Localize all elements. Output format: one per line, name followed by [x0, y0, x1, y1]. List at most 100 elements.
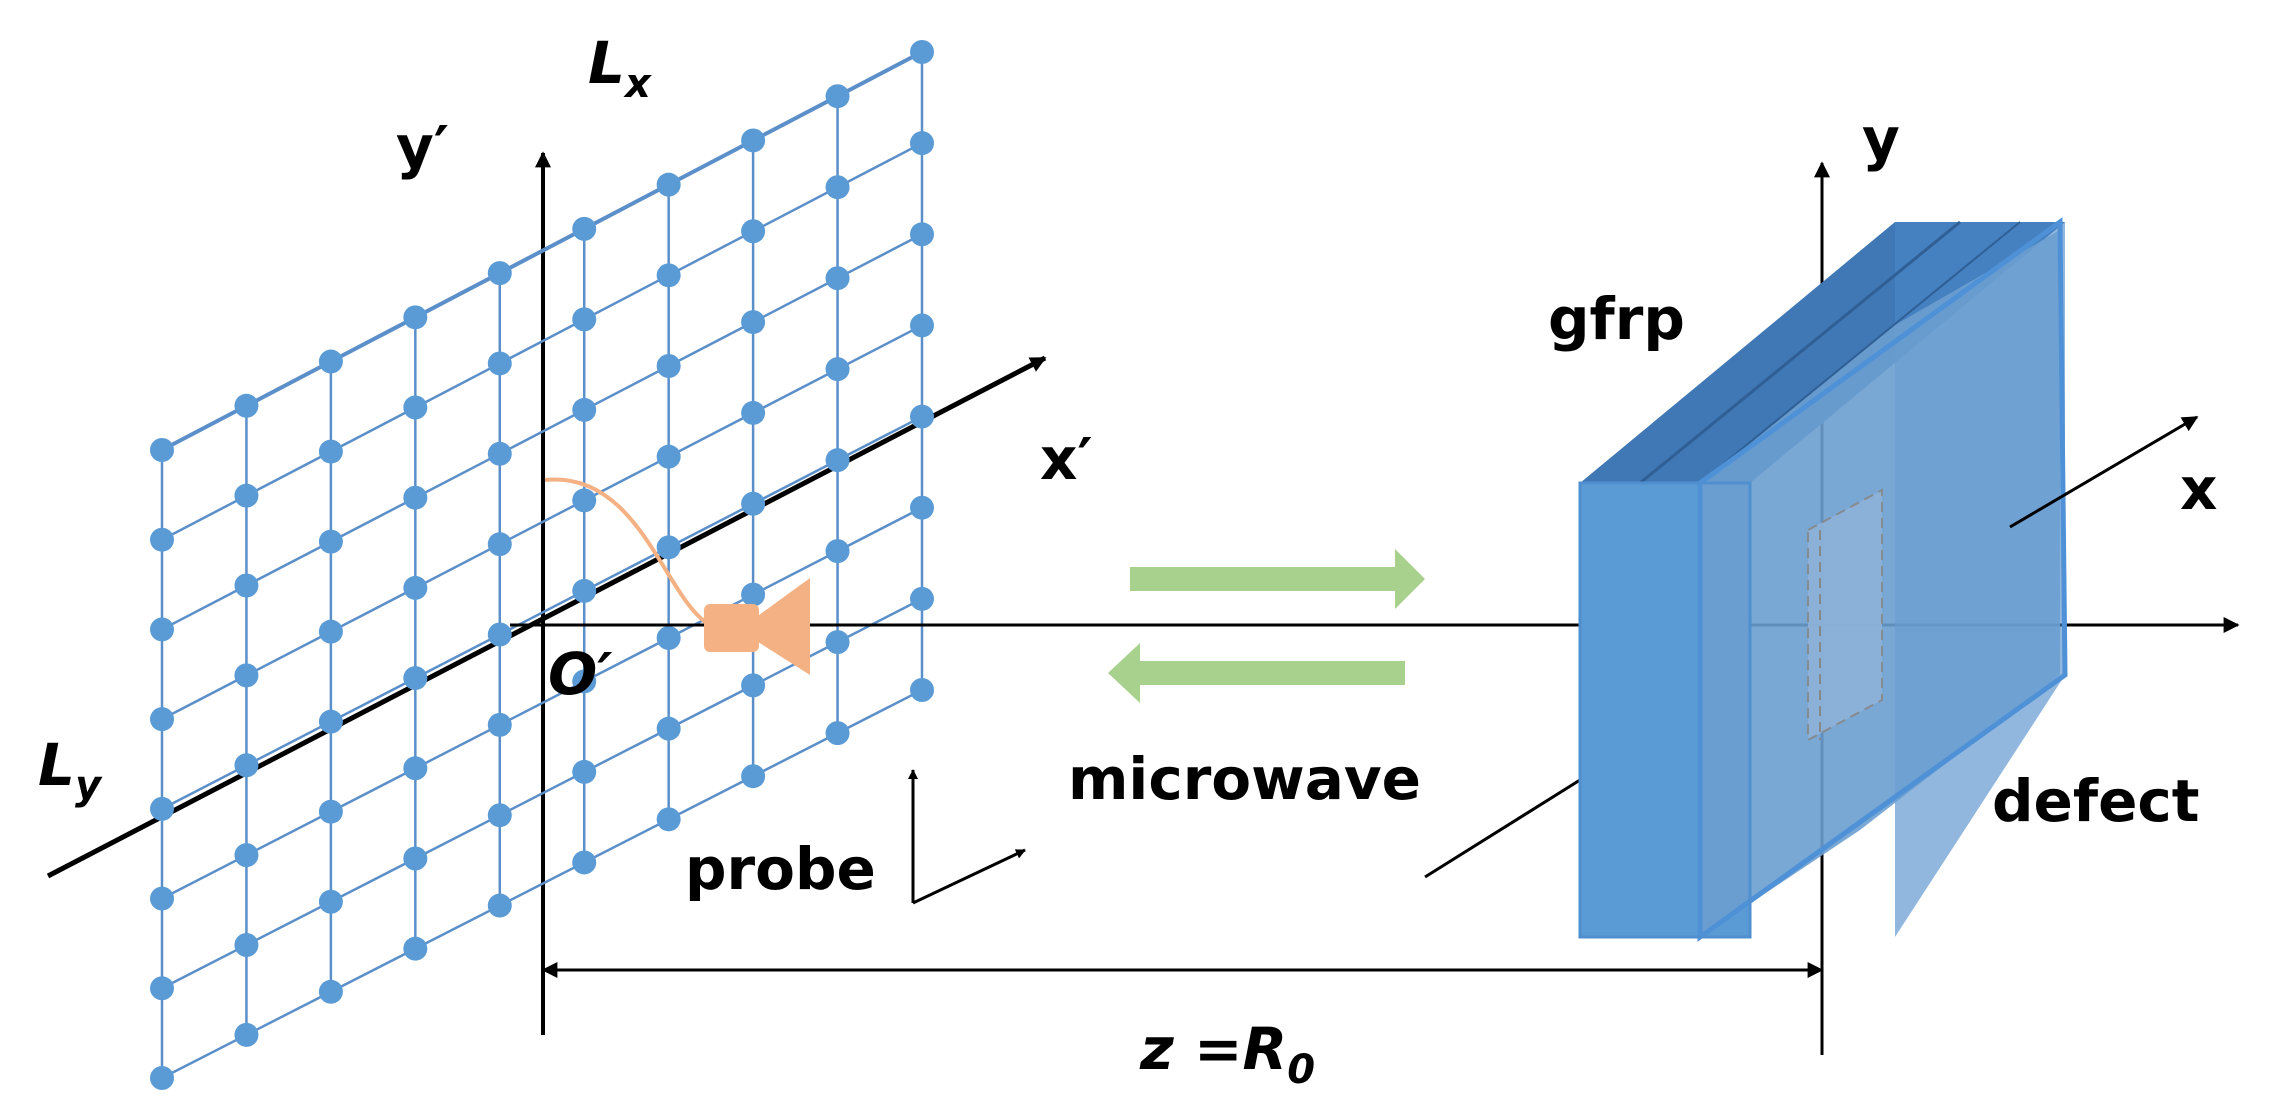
grid-node — [234, 933, 259, 958]
grid-node — [403, 305, 428, 330]
grid-node — [234, 843, 259, 868]
grid-node — [487, 532, 512, 557]
grid-node — [910, 495, 934, 520]
grid-node — [318, 529, 343, 554]
x-axis-back — [1424, 778, 1581, 879]
grid-node — [403, 666, 428, 691]
x-axis — [2009, 415, 2199, 529]
probe-horn — [544, 477, 810, 675]
grid-row-line — [161, 233, 923, 631]
grid-node — [825, 721, 850, 746]
grid-node — [910, 313, 934, 338]
grid-node — [487, 893, 512, 918]
grid-node — [741, 764, 766, 789]
grid-node — [403, 846, 428, 871]
grid-node — [487, 712, 512, 737]
microwave-label: microwave — [1068, 745, 1422, 813]
grid-node — [150, 617, 174, 642]
grid-node — [656, 172, 681, 197]
gfrp-slab — [1578, 217, 2068, 942]
grid-node — [487, 441, 512, 466]
grid-row-line — [161, 324, 923, 721]
grid-node — [487, 622, 512, 647]
grid-node — [656, 626, 681, 650]
grid-node — [234, 1022, 259, 1047]
grid-node — [825, 357, 850, 382]
probe-label: probe — [685, 835, 876, 903]
grid-node — [910, 40, 934, 64]
grid-node — [572, 488, 597, 513]
origin-label: O′ — [548, 640, 613, 708]
grid-node — [234, 483, 259, 508]
grid-node — [910, 131, 934, 156]
scan-plane-axes — [46, 151, 1047, 1035]
grid-node — [318, 619, 343, 644]
grid-node — [318, 799, 343, 824]
grid-node — [487, 803, 512, 828]
x-prime-label: x′ — [1040, 425, 1093, 493]
grid-node — [150, 707, 174, 732]
grid-node — [741, 219, 766, 244]
defect-label: defect — [1992, 767, 2200, 835]
grid-node — [234, 753, 259, 778]
grid-node — [403, 756, 428, 781]
grid-node — [150, 438, 174, 462]
grid-node — [741, 400, 766, 425]
microwave-forward-arrow — [1130, 549, 1425, 609]
grid-row-line — [161, 506, 923, 900]
grid-node — [656, 716, 681, 741]
y-label: y — [1862, 105, 1900, 173]
grid-node — [150, 796, 174, 821]
grid-node — [234, 393, 259, 418]
grid-row-line — [161, 688, 923, 1080]
grid-node — [825, 630, 850, 655]
grid-node — [910, 678, 934, 702]
grid-node — [150, 527, 174, 552]
grid-node — [318, 979, 343, 1004]
grid-node — [825, 175, 850, 200]
microwave-return-arrow — [1108, 643, 1405, 703]
x-prime-axis — [46, 355, 1047, 879]
grid-node — [656, 354, 681, 378]
grid-node — [910, 222, 934, 247]
probe-axes-indicator — [908, 769, 1026, 905]
grid-node — [403, 575, 428, 600]
grid-node — [403, 936, 428, 961]
grid-node — [572, 216, 597, 241]
grid-node — [572, 307, 597, 332]
grid-node — [656, 444, 681, 469]
scan-grid — [150, 40, 934, 1090]
grid-node — [741, 673, 766, 698]
grid-node — [656, 535, 681, 560]
grid-node — [910, 586, 934, 611]
probe-flare — [755, 578, 810, 675]
grid-node — [741, 128, 766, 153]
defect-region — [1807, 488, 1883, 742]
microwave-arrows — [1108, 549, 1425, 703]
gfrp-label: gfrp — [1548, 285, 1685, 353]
grid-node — [403, 395, 428, 420]
grid-row-line — [161, 142, 923, 541]
ly-label: Ly — [38, 731, 102, 809]
grid-node — [234, 573, 259, 598]
grid-node — [825, 84, 850, 109]
grid-node — [234, 663, 259, 688]
grid-node — [741, 582, 766, 607]
grid-node — [741, 491, 766, 516]
grid-node — [318, 349, 343, 374]
probe-body — [704, 604, 759, 652]
grid-node — [825, 448, 850, 473]
y-prime-label: y′ — [396, 113, 450, 181]
grid-node — [318, 439, 343, 464]
grid-node — [656, 263, 681, 288]
grid-node — [572, 578, 597, 603]
distance-label: z =R0 — [1140, 1015, 1316, 1093]
grid-row-line — [161, 415, 923, 810]
grid-node — [318, 889, 343, 914]
grid-node — [150, 1066, 174, 1090]
grid-node — [741, 310, 766, 335]
grid-row-line — [161, 50, 923, 452]
lx-label: Lx — [588, 29, 651, 107]
